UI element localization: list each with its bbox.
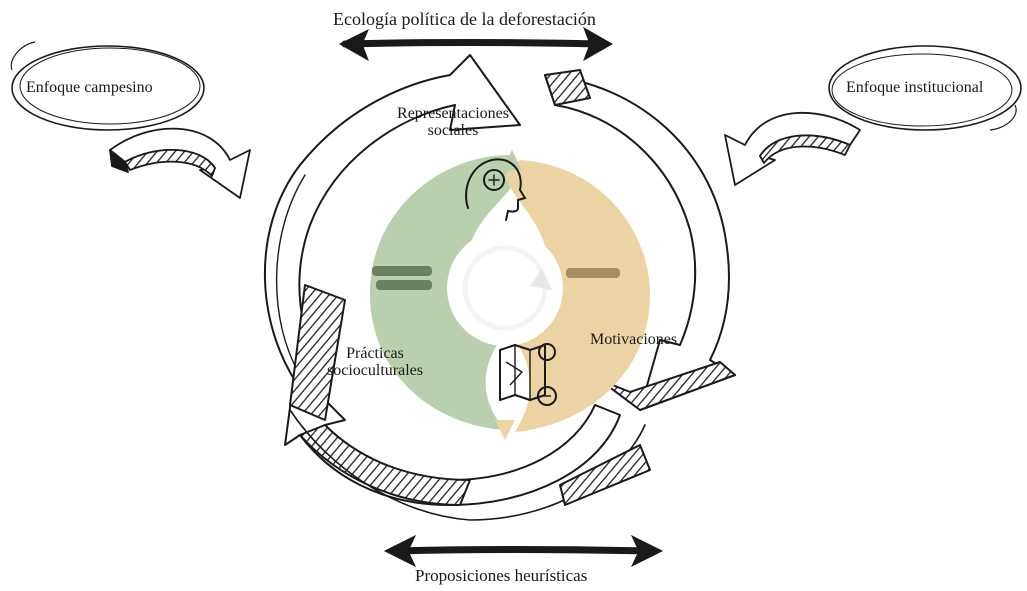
right-curved-arrow — [724, 111, 861, 186]
beige-half — [505, 160, 650, 432]
head-brain-icon — [465, 158, 527, 221]
practicas-label: Prácticas socioculturales — [310, 345, 440, 380]
top-title: Ecología política de la deforestación — [333, 9, 596, 29]
inner-tags — [372, 266, 620, 290]
practicas-line2: socioculturales — [327, 361, 423, 379]
left-bubble — [10, 41, 205, 131]
outer-arrow-left — [263, 54, 521, 396]
top-double-arrow — [338, 26, 614, 62]
outer-cycle-arrows — [263, 54, 736, 521]
bottom-double-arrow — [383, 534, 664, 568]
representaciones-label: Representaciones sociales — [378, 105, 528, 140]
right-bubble-label: Enfoque institucional — [846, 79, 984, 96]
bottom-title: Proposiciones heurísticas — [415, 566, 588, 585]
left-curved-arrow — [109, 127, 251, 199]
inner-cycle — [369, 150, 650, 440]
left-bubble-label: Enfoque campesino — [26, 79, 153, 96]
map-pin-icon — [499, 343, 557, 406]
green-half — [369, 155, 520, 430]
practicas-line1: Prácticas — [346, 345, 404, 362]
right-bubble — [828, 45, 1022, 131]
representaciones-line1: Representaciones — [397, 105, 509, 122]
representaciones-line2: sociales — [427, 121, 479, 139]
motivaciones-label: Motivaciones — [590, 331, 678, 348]
